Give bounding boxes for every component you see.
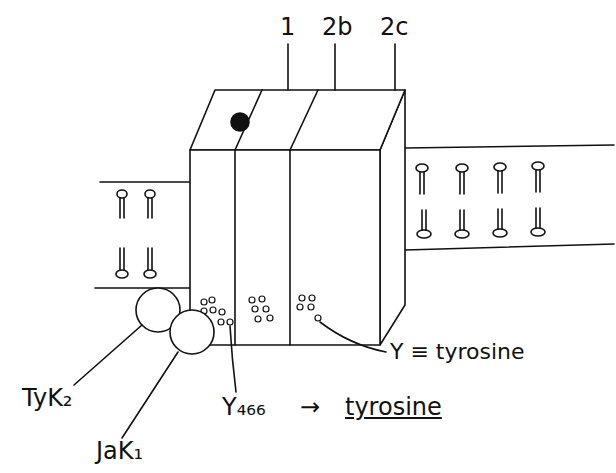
part-label: Y₄₆₆ (222, 394, 266, 420)
part-label: TyK₂ (22, 385, 72, 411)
kinase-circle (170, 310, 214, 354)
part-label: 2b (322, 14, 353, 40)
part-label: tyrosine (345, 394, 442, 420)
part-label: → (300, 394, 320, 420)
part-label: 2c (380, 14, 408, 40)
part-label: JaK₁ (96, 438, 143, 464)
part-label: 1 (280, 14, 295, 40)
tyrosine-dots (201, 295, 321, 325)
receptor-block (190, 90, 405, 345)
membrane-right (405, 145, 614, 250)
part-label: Y ≡ tyrosine (390, 340, 525, 364)
leader-lines (74, 44, 395, 438)
ligand-dot (231, 113, 249, 131)
membrane-left (95, 182, 190, 288)
